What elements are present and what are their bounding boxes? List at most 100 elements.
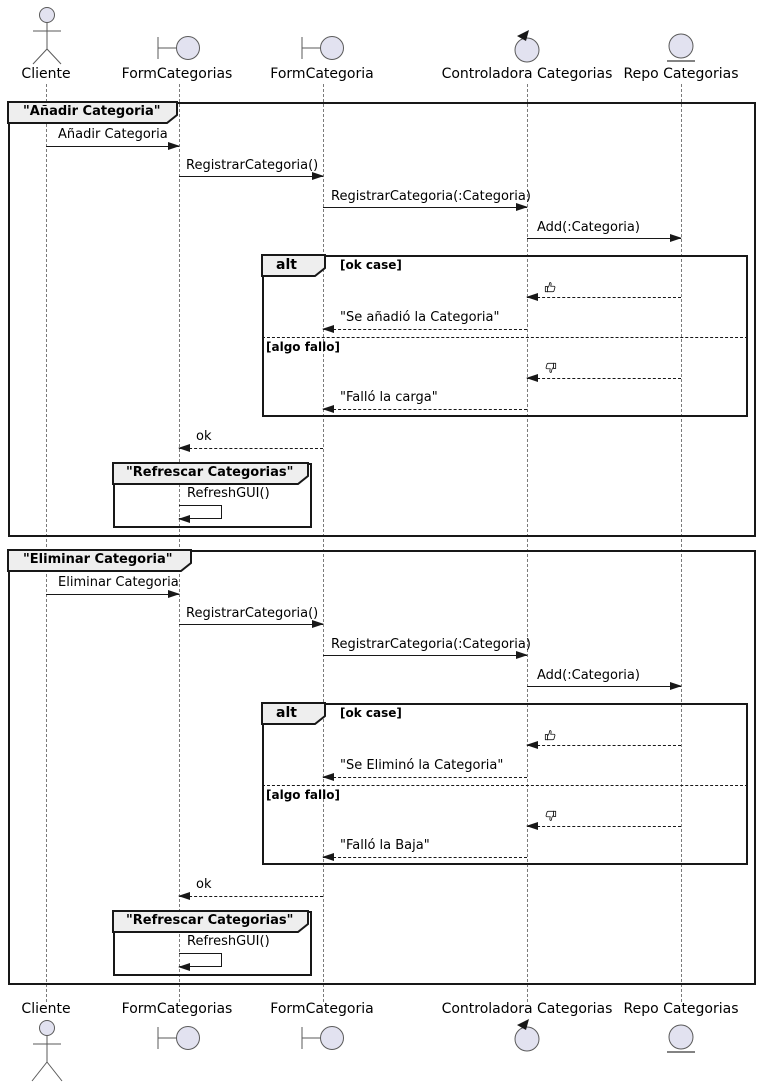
arrowhead bbox=[178, 963, 190, 971]
participant-label-form-categoria: FormCategoria bbox=[270, 1001, 374, 1017]
control-icon bbox=[514, 1019, 540, 1052]
arrowhead bbox=[526, 374, 538, 382]
thumbs-up-icon bbox=[544, 730, 556, 741]
participant-label-controladora: Controladora Categorias bbox=[441, 66, 613, 82]
arrowhead bbox=[312, 620, 324, 628]
alt-header bbox=[261, 702, 326, 725]
message-label: RefreshGUI() bbox=[187, 934, 270, 949]
thumbs-down-icon bbox=[545, 362, 557, 373]
alt-fragment bbox=[262, 703, 748, 865]
message-label: "Se añadió la Categoria" bbox=[340, 310, 500, 325]
participant-label-cliente: Cliente bbox=[21, 66, 71, 82]
arrowhead bbox=[322, 325, 334, 333]
message-arrow bbox=[323, 203, 528, 211]
lifeline-cliente bbox=[46, 84, 47, 1002]
alt-operator: alt bbox=[276, 257, 297, 273]
frame-eliminar-title: "Eliminar Categoria" bbox=[23, 552, 173, 567]
alt-guard-ok: [ok case] bbox=[340, 706, 402, 720]
alt-guard-fail: [algo fallo] bbox=[266, 340, 340, 354]
lifeline-controladora bbox=[527, 84, 528, 1002]
arrowhead bbox=[322, 405, 334, 413]
self-call-arrow bbox=[178, 953, 222, 971]
alt-fragment bbox=[262, 255, 748, 417]
participant-label-repo: Repo Categorias bbox=[623, 66, 739, 82]
lifeline-form-categorias bbox=[179, 84, 180, 1002]
message-label: ok bbox=[196, 429, 212, 444]
return-arrow bbox=[322, 325, 527, 333]
message-label: RegistrarCategoria(:Categoria) bbox=[331, 189, 531, 204]
message-label: Add(:Categoria) bbox=[537, 668, 640, 683]
participant-label-repo: Repo Categorias bbox=[623, 1001, 739, 1017]
entity-icon bbox=[667, 1024, 695, 1053]
message-arrow bbox=[46, 590, 180, 598]
message-label: Añadir Categoria bbox=[58, 127, 168, 142]
thumbs-down-icon bbox=[545, 810, 557, 821]
arrowhead bbox=[526, 741, 538, 749]
arrowhead bbox=[178, 444, 190, 452]
return-arrow bbox=[526, 822, 681, 830]
lifeline-repo bbox=[681, 84, 682, 1002]
message-arrow bbox=[179, 620, 324, 628]
arrowhead bbox=[526, 293, 538, 301]
message-label: "Se Eliminó la Categoria" bbox=[340, 758, 504, 773]
message-label: ok bbox=[196, 877, 212, 892]
message-arrow bbox=[527, 682, 682, 690]
entity-icon bbox=[667, 33, 695, 62]
arrowhead bbox=[168, 142, 180, 150]
boundary-icon bbox=[301, 36, 344, 60]
arrowhead bbox=[516, 203, 528, 211]
participant-label-form-categorias: FormCategorias bbox=[121, 1001, 233, 1017]
alt-header bbox=[261, 254, 326, 277]
arrowhead bbox=[322, 853, 334, 861]
return-arrow bbox=[526, 293, 681, 301]
alt-guard-fail: [algo fallo] bbox=[266, 788, 340, 802]
message-label: RegistrarCategoria() bbox=[186, 606, 319, 621]
message-label: RegistrarCategoria() bbox=[186, 158, 319, 173]
message-arrow bbox=[323, 651, 528, 659]
boundary-icon bbox=[157, 36, 200, 60]
frame-anadir-title: "Añadir Categoria" bbox=[23, 104, 161, 119]
actor-icon bbox=[32, 7, 62, 65]
return-arrow bbox=[526, 741, 681, 749]
return-arrow bbox=[178, 444, 323, 452]
arrowhead bbox=[670, 682, 682, 690]
return-arrow bbox=[322, 853, 527, 861]
return-arrow bbox=[178, 892, 323, 900]
participant-label-controladora: Controladora Categorias bbox=[441, 1001, 613, 1017]
participant-label-cliente: Cliente bbox=[21, 1001, 71, 1017]
self-call-arrow bbox=[178, 505, 222, 523]
participant-label-form-categoria: FormCategoria bbox=[270, 66, 374, 82]
arrowhead bbox=[526, 822, 538, 830]
alt-operator: alt bbox=[276, 705, 297, 721]
message-label: "Falló la Baja" bbox=[340, 838, 430, 853]
alt-divider bbox=[262, 785, 748, 786]
frame-anadir-header bbox=[7, 101, 178, 124]
thumbs-up-icon bbox=[544, 282, 556, 293]
frame-eliminar-categoria bbox=[8, 550, 756, 985]
message-label: RegistrarCategoria(:Categoria) bbox=[331, 637, 531, 652]
arrowhead bbox=[670, 234, 682, 242]
message-arrow bbox=[179, 172, 324, 180]
return-arrow bbox=[322, 773, 527, 781]
message-label: "Falló la carga" bbox=[340, 390, 438, 405]
frame-anadir-categoria bbox=[8, 102, 756, 537]
return-arrow bbox=[526, 374, 681, 382]
lifeline-form-categoria bbox=[323, 84, 324, 1002]
message-arrow bbox=[46, 142, 180, 150]
arrowhead bbox=[168, 590, 180, 598]
frame-refrescar-title: "Refrescar Categorias" bbox=[126, 913, 294, 928]
arrowhead bbox=[178, 892, 190, 900]
arrowhead bbox=[312, 172, 324, 180]
frame-refrescar-title: "Refrescar Categorias" bbox=[126, 465, 294, 480]
boundary-icon bbox=[157, 1026, 200, 1050]
participant-label-form-categorias: FormCategorias bbox=[121, 66, 233, 82]
frame-refrescar-header bbox=[112, 910, 309, 933]
message-label: RefreshGUI() bbox=[187, 486, 270, 501]
control-icon bbox=[514, 30, 540, 63]
message-arrow bbox=[527, 234, 682, 242]
return-arrow bbox=[322, 405, 527, 413]
boundary-icon bbox=[301, 1026, 344, 1050]
message-label: Add(:Categoria) bbox=[537, 220, 640, 235]
alt-divider bbox=[262, 337, 748, 338]
